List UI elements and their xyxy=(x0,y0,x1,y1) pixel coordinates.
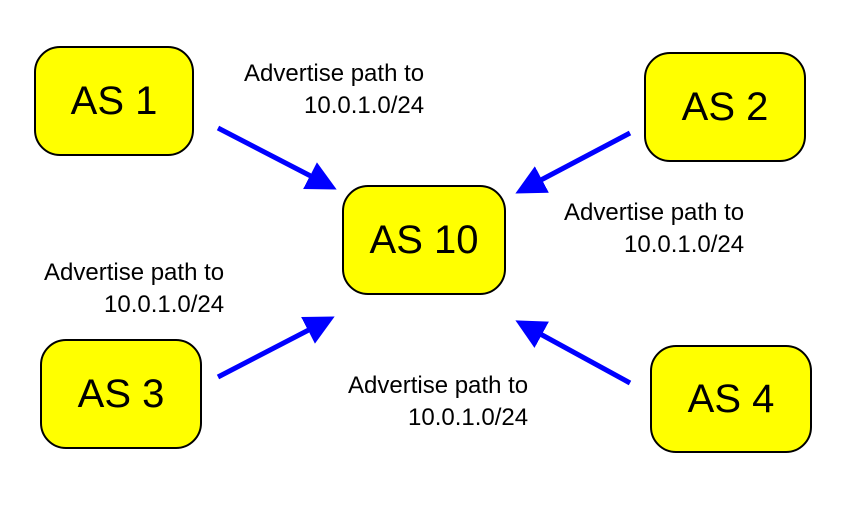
label-as2-advertise: Advertise path to 10.0.1.0/24 xyxy=(564,197,744,261)
label-line1: Advertise path to xyxy=(348,372,529,399)
node-as4: AS 4 xyxy=(650,345,812,453)
label-line2: 10.0.1.0/24 xyxy=(624,231,745,258)
label-line1: Advertise path to xyxy=(44,259,225,286)
label-line2: 10.0.1.0/24 xyxy=(104,291,225,318)
arrow-as4-to-as10 xyxy=(515,320,632,386)
label-line2: 10.0.1.0/24 xyxy=(408,404,529,431)
label-line1: Advertise path to xyxy=(244,60,425,87)
node-as1: AS 1 xyxy=(34,46,194,156)
label-as1-advertise: Advertise path to 10.0.1.0/24 xyxy=(244,58,424,122)
node-as2: AS 2 xyxy=(644,52,806,162)
label-line2: 10.0.1.0/24 xyxy=(304,92,425,119)
arrow-as1-to-as10 xyxy=(216,125,337,190)
node-as3: AS 3 xyxy=(40,339,202,449)
label-line1: Advertise path to xyxy=(564,199,745,226)
label-as3-advertise: Advertise path to 10.0.1.0/24 xyxy=(44,257,224,321)
arrow-as3-to-as10 xyxy=(216,316,335,380)
label-as4-advertise: Advertise path to 10.0.1.0/24 xyxy=(348,370,528,434)
arrow-as2-to-as10 xyxy=(515,130,632,194)
node-as10: AS 10 xyxy=(342,185,506,295)
